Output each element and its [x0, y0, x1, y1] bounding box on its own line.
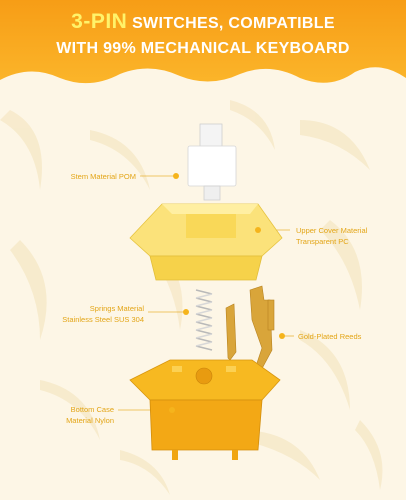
stem-pointer-dot: [173, 173, 179, 179]
upper-cover-label-line-1: Upper Cover Material: [296, 226, 368, 235]
reeds-pointer-dot: [279, 333, 285, 339]
headline-line-1: 3-PIN SWITCHES, COMPATIBLE: [0, 10, 406, 34]
gold-reeds-part: [225, 285, 275, 377]
springs-label-line-1: Springs Material: [89, 304, 144, 313]
stem-label-text: Stem Material POM: [70, 172, 136, 181]
spring-part: [195, 289, 213, 351]
upper-cover-label-line-2: Transparent PC: [296, 237, 349, 246]
headline-line-1-text: SWITCHES, COMPATIBLE: [127, 15, 335, 32]
bottom-case-label-line-1: Bottom Case: [70, 405, 114, 414]
stem-part: [187, 123, 237, 201]
header-banner: [0, 0, 406, 84]
springs-label: Springs Material Stainless Steel SUS 304: [24, 303, 144, 325]
bottom-case-pointer-dot: [169, 407, 175, 413]
headline-line-2: WITH 99% MECHANICAL KEYBOARD: [56, 40, 350, 57]
upper-cover-label: Upper Cover Material Transparent PC: [296, 225, 402, 247]
stem-label: Stem Material POM: [40, 171, 136, 182]
springs-label-line-2: Stainless Steel SUS 304: [62, 315, 144, 324]
upper-cover-part: [129, 203, 283, 281]
bottom-case-label: Bottom Case Material Nylon: [40, 404, 114, 426]
upper-cover-pointer-dot: [255, 227, 261, 233]
headline-highlight: 3-PIN: [71, 10, 128, 33]
reeds-label-text: Gold-Plated Reeds: [298, 332, 362, 341]
reeds-label: Gold-Plated Reeds: [298, 331, 398, 342]
bottom-case-part: [129, 359, 281, 460]
springs-pointer-dot: [183, 309, 189, 315]
bottom-case-label-line-2: Material Nylon: [66, 416, 114, 425]
